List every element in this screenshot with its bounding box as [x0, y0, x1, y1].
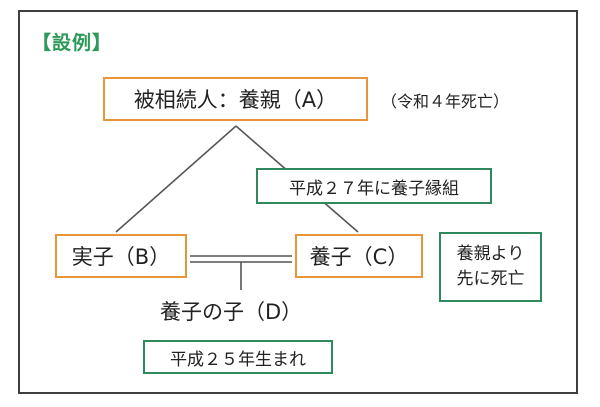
adoption-note-label: 平成２７年に養子縁組	[289, 178, 459, 199]
biological-child-box: 実子（B）	[55, 234, 187, 278]
grandchild-label: 養子の子（D）	[160, 300, 303, 324]
adopted-death-note-line1: 養親より	[456, 244, 525, 264]
biological-child-label: 実子（B）	[71, 245, 171, 269]
adopted-death-note-line2: 先に死亡	[456, 269, 525, 289]
adoption-note-box: 平成２７年に養子縁組	[256, 168, 492, 204]
decedent-label: 被相続人：養親（A）	[133, 88, 338, 112]
adopted-child-box: 養子（C）	[295, 234, 423, 278]
grandchild-birth-note-label: 平成２５年生まれ	[170, 349, 306, 370]
grandchild-birth-note-box: 平成２５年生まれ	[143, 340, 333, 374]
decedent-death-note: （令和４年死亡）	[381, 92, 510, 111]
decedent-box: 被相続人：養親（A）	[103, 77, 368, 121]
adopted-death-note-box: 養親より 先に死亡	[439, 232, 542, 302]
heading: 【設例】	[32, 32, 113, 54]
adopted-child-label: 養子（C）	[309, 245, 409, 269]
line-a-to-b	[115, 125, 237, 233]
